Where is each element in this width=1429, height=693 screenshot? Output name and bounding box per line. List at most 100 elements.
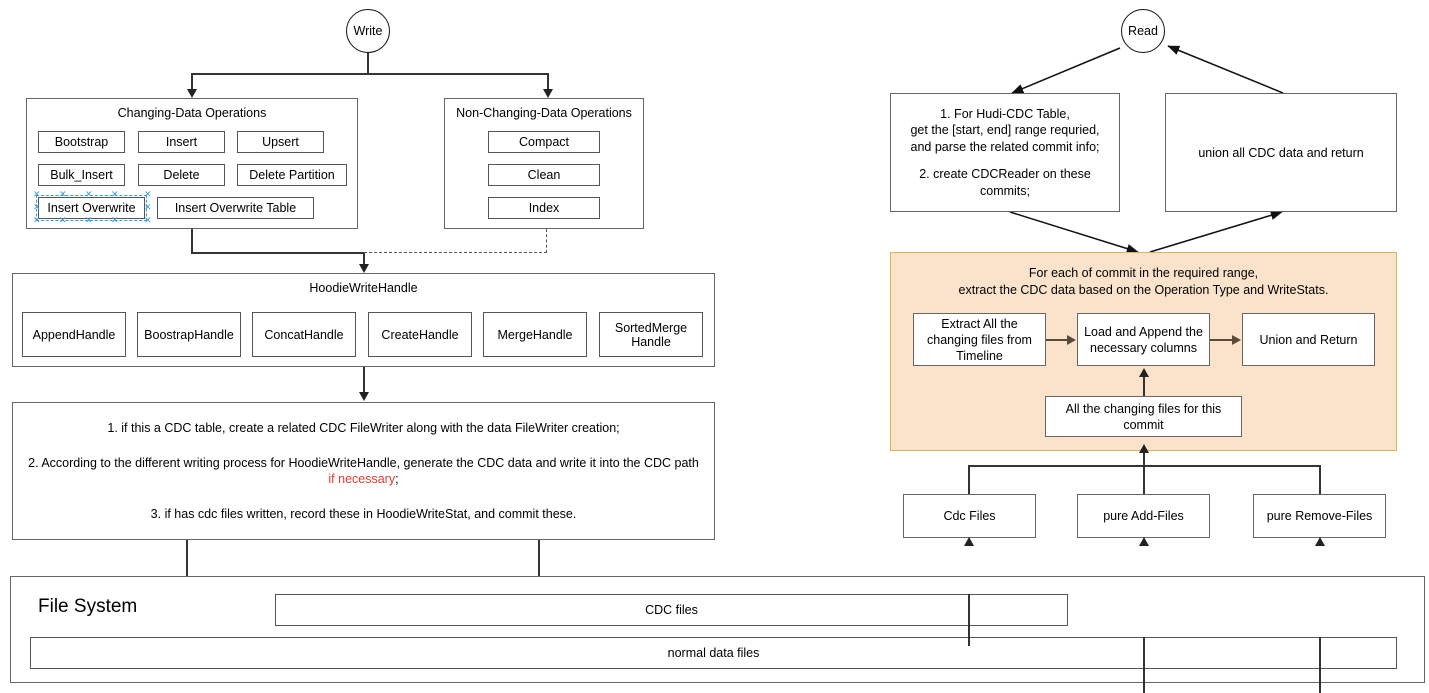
handle-merge[interactable]: MergeHandle	[483, 312, 587, 357]
write-step-2-text-a: 2. According to the different writing pr…	[28, 455, 699, 470]
arrowhead-load-to-union	[1232, 335, 1241, 345]
connector-bus-to-cdc-files	[968, 465, 970, 494]
op-clean[interactable]: Clean	[488, 164, 600, 186]
handle-bootstrap-label: BoostrapHandle	[144, 327, 234, 342]
op-index[interactable]: Index	[488, 197, 600, 219]
write-step-2-text-b: ;	[395, 472, 399, 486]
arrowhead-to-nonchanging	[543, 89, 553, 98]
op-delete-partition[interactable]: Delete Partition	[237, 164, 347, 186]
connector-bus-to-remove-files	[1319, 465, 1321, 494]
connector-to-nonchanging	[547, 73, 549, 92]
op-bulk-insert[interactable]: Bulk_Insert	[38, 164, 125, 186]
selection-handle-s2[interactable]: ✕	[59, 216, 67, 226]
arrowhead-into-handle	[359, 264, 369, 273]
handle-append[interactable]: AppendHandle	[22, 312, 126, 357]
connector-nonchanging-down-dashed	[546, 229, 547, 253]
handle-create-label: CreateHandle	[381, 327, 459, 342]
hoodie-write-handle-title: HoodieWriteHandle	[309, 281, 418, 295]
cdc-files-node[interactable]: Cdc Files	[903, 494, 1036, 538]
selection-handle-sw[interactable]: ✕	[33, 216, 41, 226]
pure-add-files-node[interactable]: pure Add-Files	[1077, 494, 1210, 538]
arrowhead-to-changing	[187, 89, 197, 98]
handle-concat-label: ConcatHandle	[264, 327, 344, 342]
normal-data-files-label: normal data files	[667, 646, 760, 660]
connector-bus-to-add-files	[1143, 465, 1145, 494]
arrowhead-removefiles-up	[1315, 537, 1325, 546]
op-upsert[interactable]: Upsert	[237, 131, 324, 153]
op-compact[interactable]: Compact	[488, 131, 600, 153]
per-commit-caption-line-1: For each of commit in the required range…	[1028, 266, 1259, 280]
selection-handle-s3[interactable]: ✕	[111, 216, 119, 226]
changing-data-operations-title: Changing-Data Operations	[117, 106, 267, 120]
selection-handle-w[interactable]: ✕	[33, 203, 41, 213]
read-top-connectors	[1009, 45, 1284, 254]
selection-handle-ne[interactable]: ✕	[144, 190, 152, 200]
write-step-2-emphasis: if necessary	[328, 472, 396, 486]
pure-remove-files-node[interactable]: pure Remove-Files	[1253, 494, 1386, 538]
connector-into-handle	[363, 252, 365, 268]
file-system-title: File System	[38, 596, 138, 617]
read-step-line-5: 2. create CDCReader on these	[919, 167, 1091, 182]
cdc-files-node-label: Cdc Files	[943, 509, 996, 523]
load-append-columns-label: Load and Append the necessary columns	[1084, 324, 1203, 355]
write-step-1: 1. if this a CDC table, create a related…	[107, 420, 620, 435]
write-start-node[interactable]: Write	[346, 9, 390, 53]
op-compact-label: Compact	[518, 135, 570, 149]
connector-write-split	[191, 73, 549, 75]
handle-sorted-merge[interactable]: SortedMerge Handle	[599, 312, 703, 357]
op-clean-label: Clean	[527, 168, 561, 182]
selection-handle-s[interactable]: ✕	[85, 216, 93, 226]
op-insert[interactable]: Insert	[138, 131, 225, 153]
read-start-node[interactable]: Read	[1121, 9, 1165, 53]
connector-cdcfiles-up	[968, 594, 970, 646]
selection-handle-n[interactable]: ✕	[85, 190, 93, 200]
arrowhead-addfiles-up	[1139, 537, 1149, 546]
read-union-label: union all CDC data and return	[1198, 145, 1364, 160]
write-steps-block: 1. if this a CDC table, create a related…	[12, 402, 715, 540]
write-step-3: 3. if has cdc files written, record thes…	[150, 507, 577, 522]
read-union-box[interactable]: union all CDC data and return	[1165, 93, 1397, 212]
pure-remove-files-label: pure Remove-Files	[1266, 509, 1373, 523]
op-insert-overwrite-label: Insert Overwrite	[47, 201, 136, 215]
handle-create[interactable]: CreateHandle	[368, 312, 472, 357]
connector-to-changing	[191, 73, 193, 92]
connector-orange-to-union	[1149, 210, 1283, 253]
handle-bootstrap[interactable]: BoostrapHandle	[137, 312, 241, 357]
arrowhead-into-orange-bottom	[1139, 444, 1149, 453]
read-step-line-6: commits;	[980, 183, 1030, 198]
normal-data-files-box[interactable]: normal data files	[30, 637, 1397, 669]
handle-append-label: AppendHandle	[32, 327, 116, 342]
arrowhead-extract-to-load	[1067, 335, 1076, 345]
selection-handle-se[interactable]: ✕	[144, 216, 152, 226]
op-insert-overwrite-table[interactable]: Insert Overwrite Table	[157, 197, 314, 219]
op-delete[interactable]: Delete	[138, 164, 225, 186]
read-step-line-2: get the [start, end] range requried,	[910, 123, 1100, 138]
op-insert-overwrite-table-label: Insert Overwrite Table	[174, 201, 297, 215]
connector-load-to-union	[1210, 339, 1233, 341]
handle-concat[interactable]: ConcatHandle	[252, 312, 356, 357]
extract-changing-files-box[interactable]: Extract All the changing files from Time…	[913, 313, 1046, 366]
union-and-return-box[interactable]: Union and Return	[1242, 313, 1375, 366]
op-index-label: Index	[528, 201, 560, 215]
connector-changing-down	[191, 229, 193, 253]
connector-addfiles-up	[1143, 637, 1145, 693]
cdc-files-box[interactable]: CDC files	[275, 594, 1068, 626]
connector-steps-to-cdc-files	[538, 540, 540, 594]
connector-union-to-read	[1167, 45, 1284, 94]
selection-handle-e[interactable]: ✕	[144, 203, 152, 213]
read-step-box[interactable]: 1. For Hudi-CDC Table, get the [start, e…	[890, 93, 1120, 212]
per-commit-caption: For each of commit in the required range…	[891, 265, 1396, 298]
op-bootstrap[interactable]: Bootstrap	[38, 131, 125, 153]
selection-handle-n2[interactable]: ✕	[59, 190, 67, 200]
connector-extract-to-load	[1046, 339, 1069, 341]
read-step-line-3: and parse the related commit info;	[910, 139, 1100, 154]
selection-handle-nw[interactable]: ✕	[33, 190, 41, 200]
selection-handle-n3[interactable]: ✕	[111, 190, 119, 200]
all-changing-files-box[interactable]: All the changing files for this commit	[1045, 396, 1242, 437]
arrowhead-handle-to-steps	[359, 392, 369, 401]
load-append-columns-box[interactable]: Load and Append the necessary columns	[1077, 313, 1210, 366]
cdc-files-label: CDC files	[645, 603, 698, 617]
op-insert-overwrite[interactable]: Insert Overwrite	[38, 197, 145, 219]
connector-read-to-stepbox	[1011, 47, 1121, 94]
